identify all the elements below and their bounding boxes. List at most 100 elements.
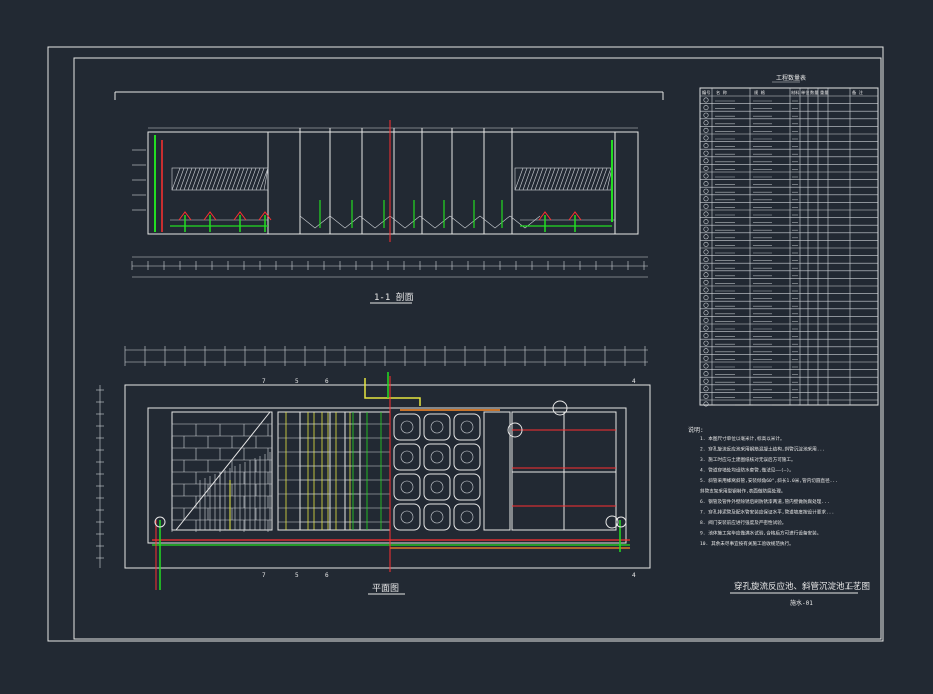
note-line: 4. 管道穿墙处均设防水套管,做法见——(—)。	[700, 467, 794, 474]
row-number-bubble	[703, 112, 709, 118]
tube-hatch	[219, 167, 229, 191]
row-number-bubble	[703, 340, 709, 346]
swirl-cell	[423, 413, 451, 441]
tube-hatch	[175, 167, 185, 191]
note-line: 斜管支架采用型钢制作,表面做防腐处理。	[700, 488, 785, 495]
tube-hatch	[227, 167, 237, 191]
swirl-cell	[453, 413, 481, 441]
row-number-bubble	[703, 226, 709, 232]
row-number-bubble	[703, 310, 709, 316]
row-number-bubble	[703, 219, 709, 225]
outer-frame	[47, 46, 884, 642]
tube-hatch	[518, 167, 528, 191]
note-line: 1. 本图尺寸单位以毫米计,标高以米计。	[700, 435, 785, 442]
brick-zone	[171, 411, 273, 531]
tube-hatch	[231, 167, 241, 191]
axis-label: 7	[262, 572, 266, 579]
swirl-cell	[453, 473, 481, 501]
row-number-bubble	[703, 378, 709, 384]
drawing-title: 穿孔旋流反应池、斜管沉淀池工艺图	[734, 581, 870, 592]
tube-hatch	[558, 167, 568, 191]
table-title: 工程数量表	[776, 74, 806, 82]
swirl-cell	[393, 413, 421, 441]
row-number-bubble	[703, 173, 709, 179]
hopper-bottom	[419, 215, 451, 229]
row-number-bubble	[703, 264, 709, 270]
row-number-bubble	[703, 165, 709, 171]
row-number-bubble	[703, 317, 709, 323]
section-nozzle	[203, 211, 217, 221]
row-number-bubble	[703, 105, 709, 111]
tube-hatch	[207, 167, 217, 191]
tube-hatch	[594, 167, 604, 191]
tube-hatch	[534, 167, 544, 191]
row-number-bubble	[703, 181, 709, 187]
row-number-bubble	[703, 363, 709, 369]
section-nozzle	[258, 211, 272, 221]
hopper-bottom	[389, 215, 421, 229]
row-number-bubble	[703, 135, 709, 141]
swirl-outlet	[400, 420, 414, 434]
row-number-bubble	[703, 120, 709, 126]
swirl-outlet	[460, 450, 474, 464]
tube-hatch	[566, 167, 576, 191]
tube-hatch	[203, 167, 213, 191]
section-title: 1-1 剖面	[374, 291, 414, 303]
row-number-bubble	[703, 188, 709, 194]
tube-hatch	[562, 167, 572, 191]
notes-block: 说明: 1. 本图尺寸单位以毫米计,标高以米计。2. 穿孔旋流反应池采用钢筋混凝…	[688, 426, 838, 547]
table-header: 名 称	[716, 89, 727, 96]
row-number-bubble	[703, 325, 709, 331]
row-number-bubble	[703, 386, 709, 392]
row-number-bubble	[703, 287, 709, 293]
axis-label: 7	[262, 378, 266, 385]
swirl-cell	[453, 503, 481, 531]
row-number-bubble	[703, 127, 709, 133]
axis-label: 4	[632, 378, 636, 385]
tube-hatch	[538, 167, 548, 191]
row-number-bubble	[703, 257, 709, 263]
tube-hatch	[247, 167, 257, 191]
section-view: 1-1 剖面	[114, 91, 664, 304]
note-line: 7. 穿孔排泥管及配水管安装应保证水平,管道坡度按设计要求...	[700, 509, 834, 516]
axis-label: 5	[295, 572, 299, 579]
row-number-bubble	[703, 211, 709, 217]
swirl-outlet	[460, 420, 474, 434]
tube-hatch	[542, 167, 552, 191]
tube-hatch	[255, 167, 265, 191]
table-header: 规 格	[754, 89, 766, 96]
tube-hatch	[574, 167, 584, 191]
tube-hatch	[215, 167, 225, 191]
table-header: 数量	[810, 89, 818, 96]
table-header: 备 注	[852, 89, 864, 96]
hopper-bottom	[449, 215, 481, 229]
row-number-bubble	[703, 279, 709, 285]
axis-label: 6	[325, 572, 329, 579]
swirl-cell	[423, 443, 451, 471]
tube-hatch	[514, 167, 524, 191]
tube-hatch	[211, 167, 221, 191]
row-number-bubble	[703, 295, 709, 301]
brick-diagonal	[175, 411, 271, 531]
row-number-bubble	[703, 249, 709, 255]
table-header: 重量	[820, 89, 828, 96]
row-number-bubble	[703, 241, 709, 247]
collection-channel	[483, 411, 511, 531]
swirl-cell	[423, 503, 451, 531]
tube-hatch	[586, 167, 596, 191]
swirl-cell	[423, 473, 451, 501]
tube-hatch	[191, 167, 201, 191]
swirl-outlet	[430, 480, 444, 494]
swirl-cell	[393, 473, 421, 501]
tube-hatch	[546, 167, 556, 191]
hopper-bottom	[359, 215, 391, 229]
drawing-sheet: (一)	[846, 584, 859, 591]
swirl-outlet	[460, 480, 474, 494]
row-number-bubble	[703, 355, 709, 361]
row-number-bubble	[703, 272, 709, 278]
note-line: 2. 穿孔旋流反应池采用钢筋混凝土结构,斜管沉淀池采用...	[700, 446, 825, 453]
quantity-table: 工程数量表 编号名 称规 格材料单位数量重量备 注	[699, 74, 879, 407]
row-number-bubble	[703, 158, 709, 164]
